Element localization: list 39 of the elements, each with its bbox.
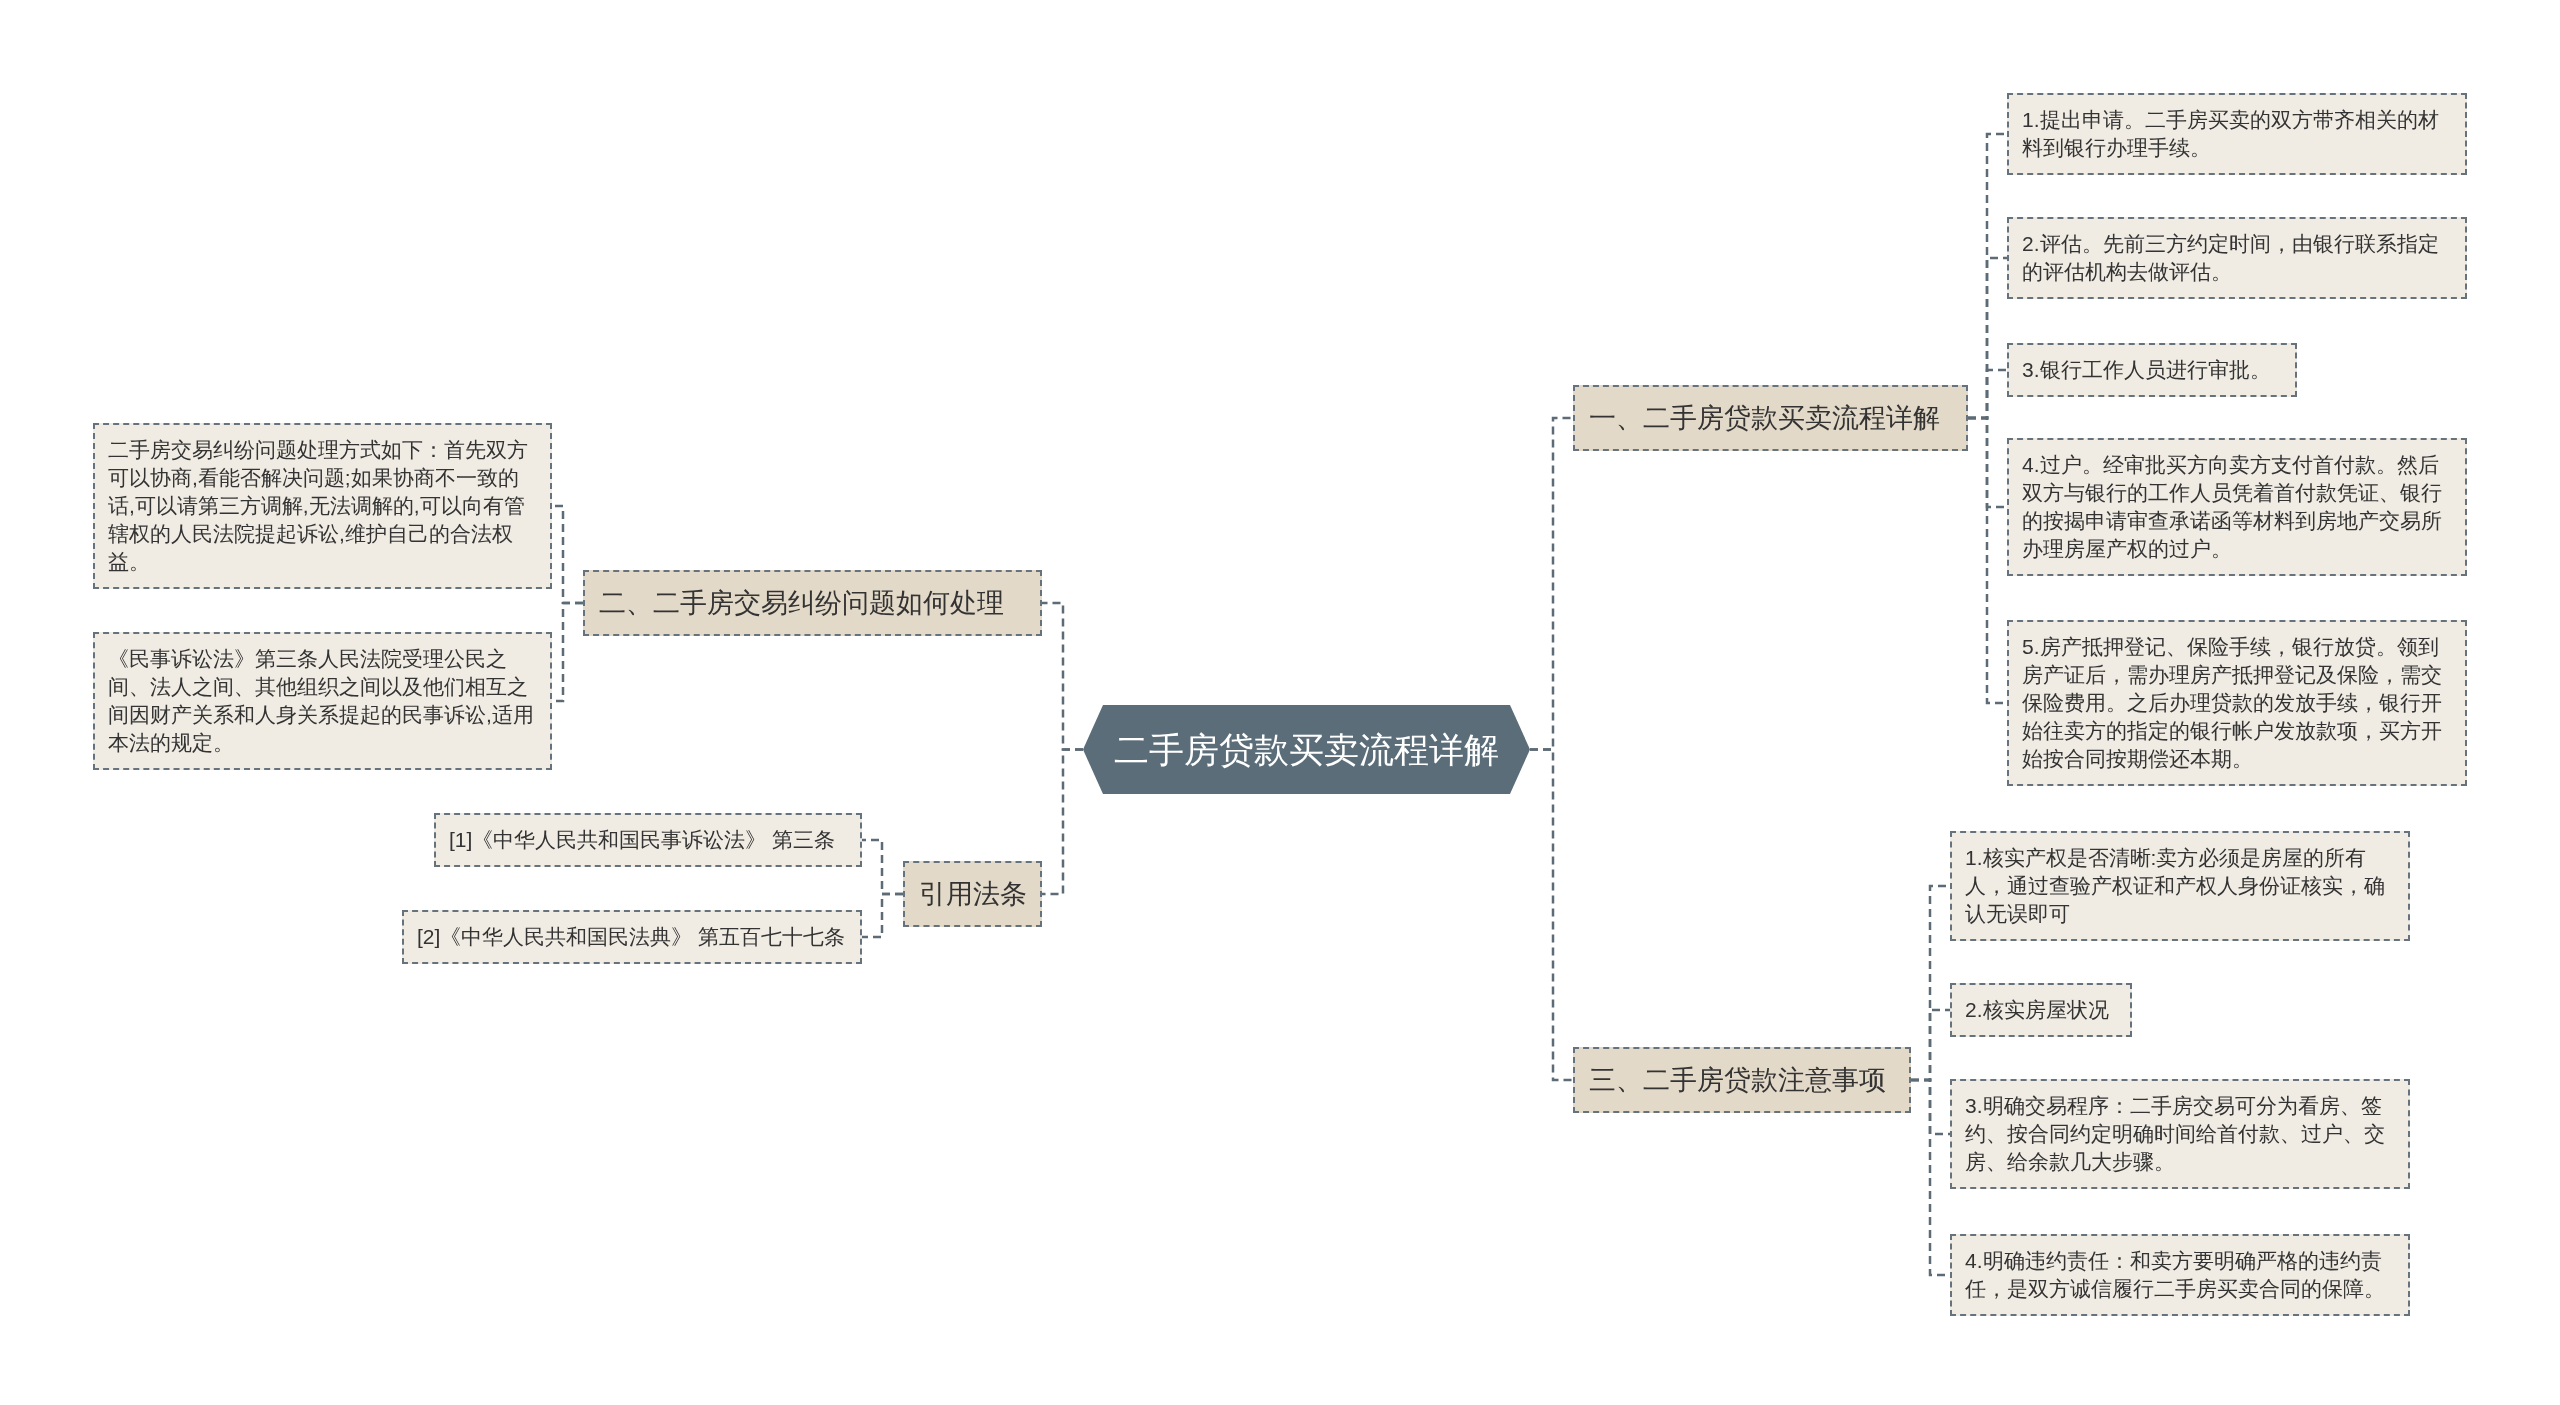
detail-card: [1950, 983, 2132, 1037]
detail-text: 《民事诉讼法》第三条人民法院受理公民之间、法人之间、其他组织之间以及他们相互之间因财产关系和人身关系提起的民事诉讼,适用本法的规定。: [108, 647, 534, 754]
topic-text: 二手房贷款买卖流程详解: [1114, 728, 1499, 771]
detail-card: [434, 813, 862, 867]
subtopic-card: [1573, 1047, 1911, 1113]
detail-card: [402, 910, 862, 964]
detail-text: 4.明确违约责任：和卖方要明确严格的违约责任，是双方诚信履行二手房买卖合同的保障。: [1965, 1249, 2385, 1300]
detail-text: [1]《中华人民共和国民事诉讼法》 第三条: [449, 828, 836, 851]
subtopic-text: 一、二手房贷款买卖流程详解: [1589, 402, 1940, 435]
detail-card: [93, 632, 552, 770]
detail-text: 4.过户。经审批买方向卖方支付首付款。然后双方与银行的工作人员凭着首付款凭证、银行的按揭申请审查承诺函等材料到房地产交易所办理房屋产权的过户。: [2022, 453, 2442, 560]
detail-text: 3.银行工作人员进行审批。: [2022, 358, 2271, 381]
detail-text: 3.明确交易程序：二手房交易可分为看房、签约、按合同约定明确时间给首付款、过户、交房、给余款几大步骤。: [1965, 1094, 2385, 1173]
detail-card: [1950, 831, 2410, 941]
detail-card: [2007, 217, 2467, 299]
detail-text: 2.评估。先前三方约定时间，由银行联系指定的评估机构去做评估。: [2022, 232, 2439, 283]
connector: [1042, 748, 1083, 896]
subtopic-text: 引用法条: [919, 878, 1027, 911]
detail-card: [1950, 1234, 2410, 1316]
subtopic-card: [903, 861, 1042, 927]
detail-card: [2007, 343, 2297, 397]
detail-text: [2]《中华人民共和国民法典》 第五百七十七条: [417, 925, 846, 948]
detail-card: [2007, 93, 2467, 175]
connector: [862, 892, 903, 939]
detail-card: [93, 423, 552, 589]
subtopic-card: [1573, 385, 1968, 451]
detail-card: [1950, 1079, 2410, 1189]
subtopic-text: 二、二手房交易纠纷问题如何处理: [599, 587, 1004, 620]
subtopic-text: 三、二手房贷款注意事项: [1589, 1064, 1886, 1097]
detail-text: 5.房产抵押登记、保险手续，银行放贷。领到房产证后，需办理房产抵押登记及保险，需交保险费用。之后办理贷款的发放手续，银行开始往卖方的指定的银行帐户发放款项，买方开始按合同按期偿还本期。: [2022, 635, 2442, 770]
detail-text: 1.提出申请。二手房买卖的双方带齐相关的材料到银行办理手续。: [2022, 108, 2439, 159]
connector: [1530, 748, 1573, 1082]
detail-card: [2007, 620, 2467, 786]
detail-card: [2007, 438, 2467, 576]
detail-text: 二手房交易纠纷问题处理方式如下：首先双方可以协商,看能否解决问题;如果协商不一致的话,可以请第三方调解,无法调解的,可以向有管辖权的人民法院提起诉讼,维护自己的合法权益。: [108, 438, 528, 573]
detail-text: 1.核实产权是否清晰:卖方必须是房屋的所有人，通过查验产权证和产权人身份证核实，确认无误即可: [1965, 846, 2385, 925]
subtopic-card: [583, 570, 1042, 636]
detail-text: 2.核实房屋状况: [1965, 998, 2109, 1021]
central-topic: [1083, 705, 1530, 794]
